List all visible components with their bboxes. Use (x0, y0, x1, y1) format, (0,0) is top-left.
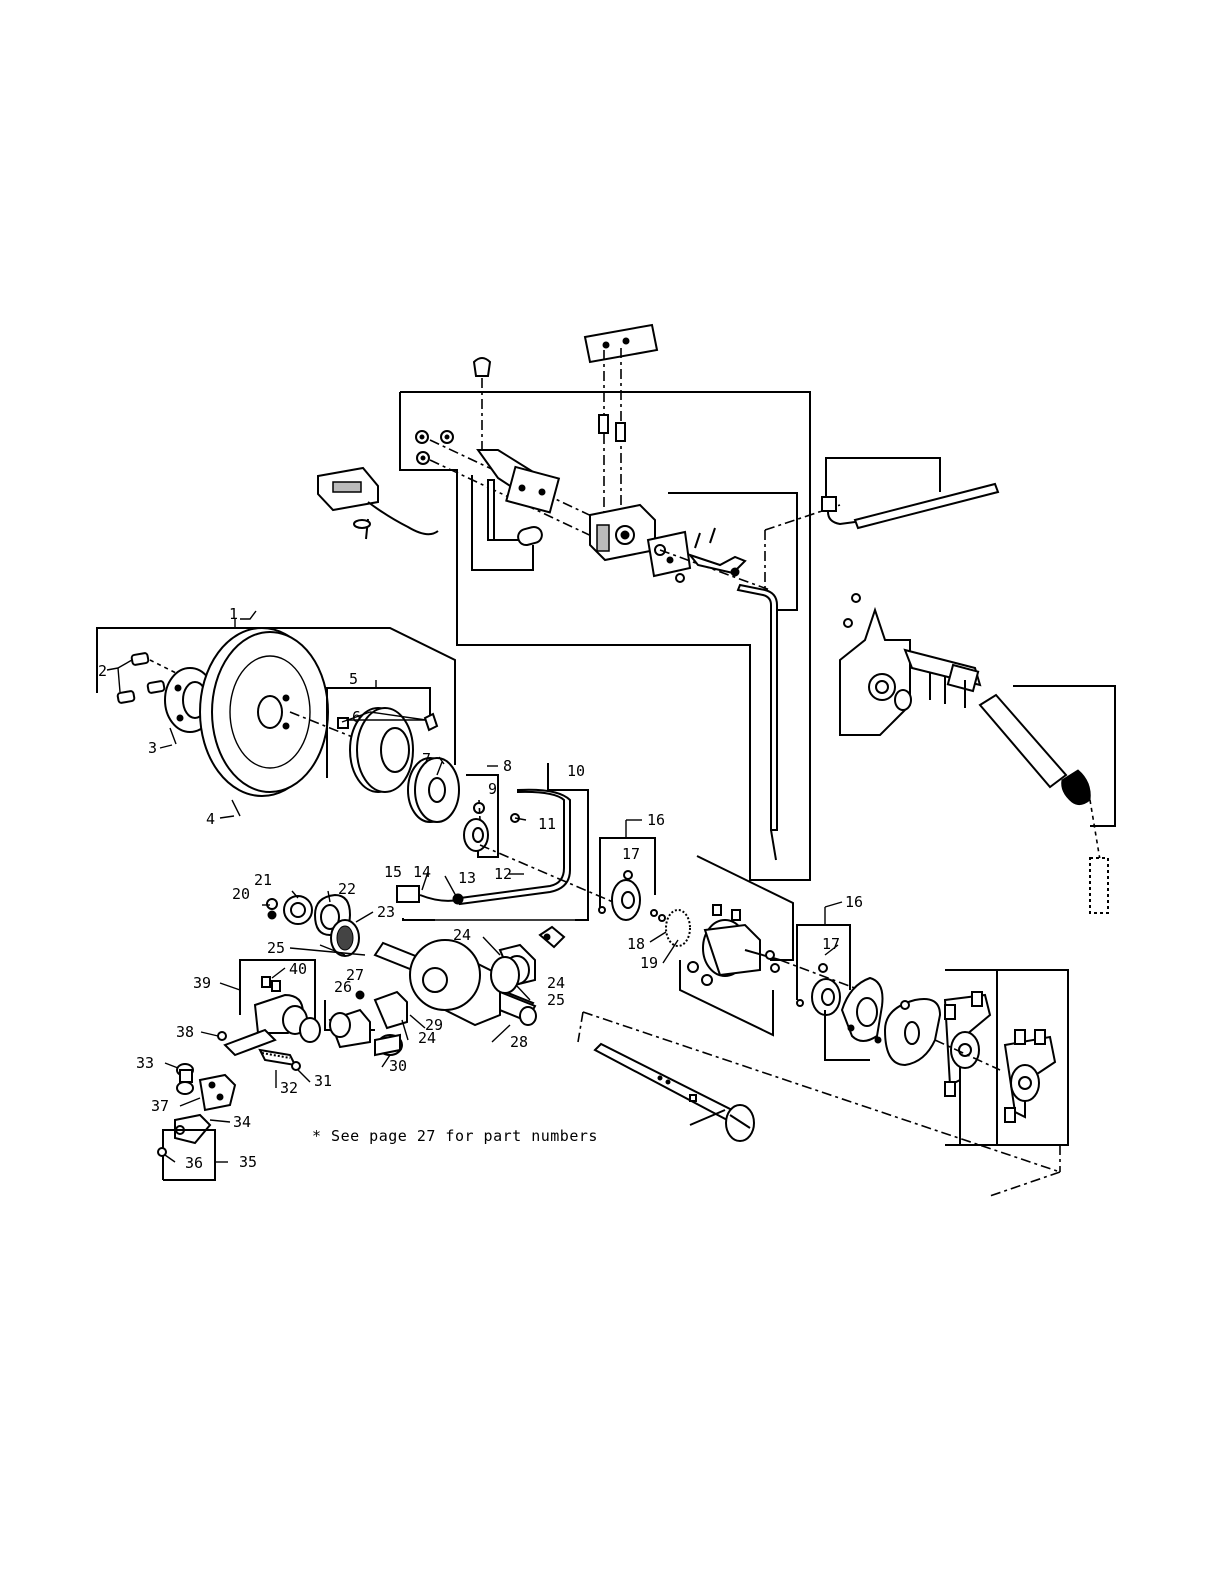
callout-6: 6 (352, 708, 361, 726)
callout-16-right: 16 (845, 893, 863, 911)
part-number-note: * See page 27 for part numbers (312, 1127, 598, 1145)
callout-38: 38 (176, 1023, 194, 1041)
callout-8: 8 (503, 757, 512, 775)
right-cover-assembly (840, 594, 1115, 913)
callout-16-left: 16 (647, 811, 665, 829)
callout-18: 18 (627, 935, 645, 953)
callout-28: 28 (510, 1033, 528, 1051)
callout-25-right: 25 (547, 991, 565, 1009)
callout-29: 29 (425, 1016, 443, 1034)
callout-35: 35 (239, 1153, 257, 1171)
callout-14: 14 (413, 863, 431, 881)
callout-2: 2 (98, 662, 107, 680)
callout-39: 39 (193, 974, 211, 992)
callout-4: 4 (206, 810, 215, 828)
callout-11: 11 (538, 815, 556, 833)
callout-7: 7 (422, 750, 431, 768)
callout-22: 22 (338, 880, 356, 898)
callout-1: 1 (229, 605, 238, 623)
callout-13: 13 (458, 869, 476, 887)
callout-34: 34 (233, 1113, 251, 1131)
callout-5: 5 (349, 670, 358, 688)
callout-32: 32 (280, 1079, 298, 1097)
callout-3: 3 (148, 739, 157, 757)
callout-21: 21 (254, 871, 272, 889)
callout-17-right: 17 (822, 935, 840, 953)
callout-12: 12 (494, 865, 512, 883)
callout-24-right: 24 (547, 974, 565, 992)
callout-27: 27 (346, 966, 364, 984)
main-shaft-assembly (97, 611, 1068, 1196)
callout-19: 19 (640, 954, 658, 972)
callout-36: 36 (185, 1154, 203, 1172)
callout-37: 37 (151, 1097, 169, 1115)
callout-20: 20 (232, 885, 250, 903)
callout-10: 10 (567, 762, 585, 780)
callout-30: 30 (389, 1057, 407, 1075)
callout-9: 9 (488, 780, 497, 798)
callout-24-top: 24 (453, 926, 471, 944)
callout-15: 15 (384, 863, 402, 881)
callout-33: 33 (136, 1054, 154, 1072)
callout-23: 23 (377, 903, 395, 921)
callout-31: 31 (314, 1072, 332, 1090)
callout-17-left: 17 (622, 845, 640, 863)
callout-40: 40 (289, 960, 307, 978)
callout-25-left: 25 (267, 939, 285, 957)
